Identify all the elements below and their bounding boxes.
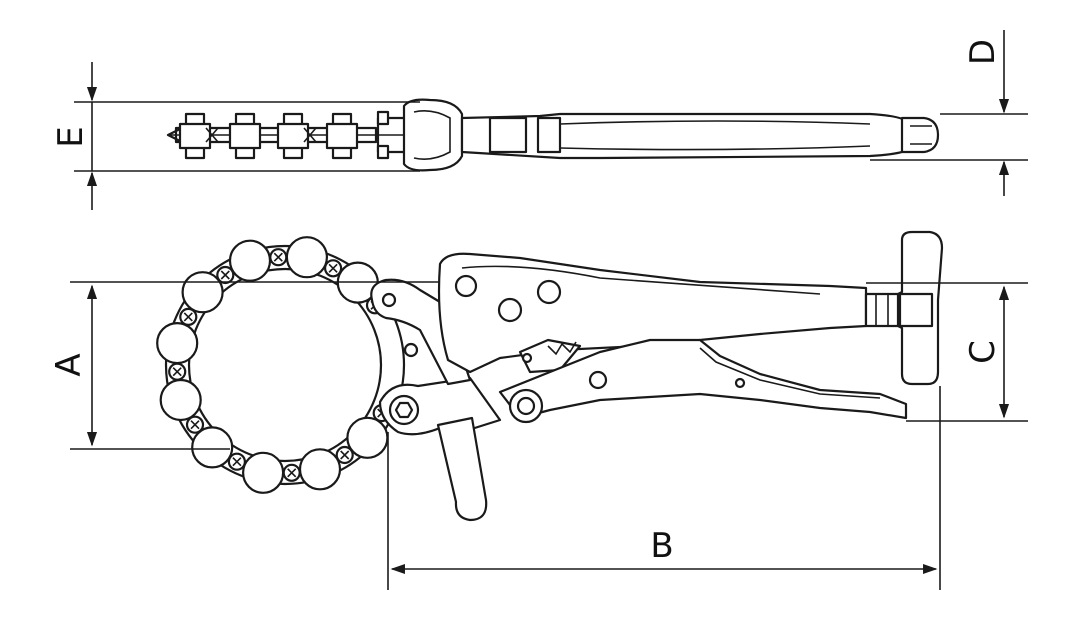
dimension-label-e: E [51, 126, 91, 147]
chain-roller [228, 239, 272, 282]
lower-handle [498, 338, 908, 420]
chain-pin [227, 452, 246, 471]
release-lever [436, 416, 488, 522]
dimension-label-b: B [650, 526, 673, 566]
dimension-label-c: C [963, 340, 1003, 364]
adjust-screw-end-side [900, 116, 940, 154]
chain-pin [282, 463, 301, 482]
chain-pin [324, 259, 343, 278]
top-view [166, 98, 940, 172]
pivot-bolt [508, 388, 544, 424]
chain-pin [335, 445, 354, 465]
front-view [156, 230, 944, 522]
chain-roller [346, 416, 389, 459]
dimension-label-d: D [963, 39, 1003, 65]
chain-pin [168, 362, 187, 381]
chain-roller [298, 448, 342, 491]
hex-nut [388, 394, 420, 426]
adjust-screw [864, 292, 902, 328]
chain-roller [156, 322, 199, 365]
chain-roller [181, 271, 224, 314]
chain-pin [216, 265, 235, 285]
chain-pin [179, 307, 198, 326]
chain-pin [269, 248, 288, 267]
jaw-clamp-side [402, 98, 464, 172]
chain-roller [285, 236, 328, 279]
chain-roller [242, 451, 285, 494]
chain-rollers-side [178, 112, 359, 160]
chain-ring [156, 236, 406, 494]
dimension-lines: E D A C B [49, 30, 1028, 590]
chain-roller [159, 378, 202, 422]
chain-pin [185, 415, 205, 434]
dimension-label-a: A [49, 353, 89, 376]
chain-roller [191, 426, 234, 469]
